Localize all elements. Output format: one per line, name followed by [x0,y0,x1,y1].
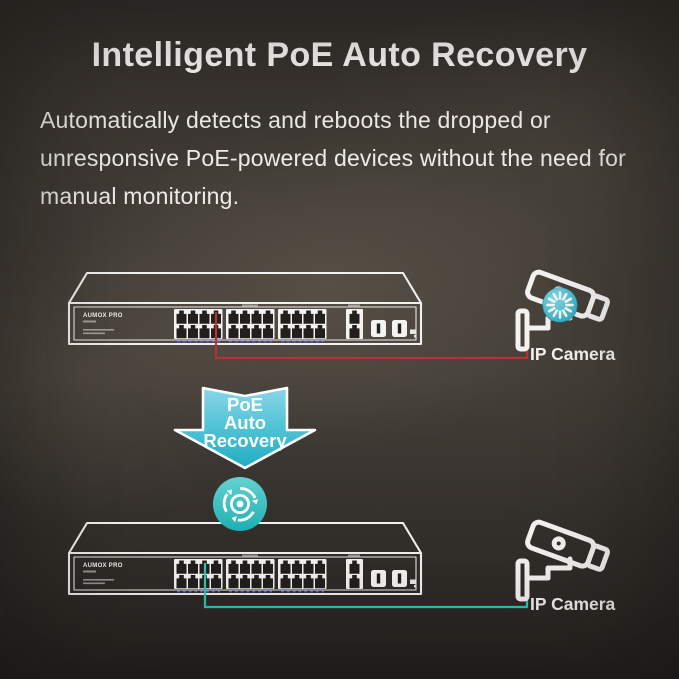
ip-camera-label-bottom: IP Camera [530,594,616,614]
description-text: Automatically detects and reboots the dr… [40,107,626,209]
loading-spinner-icon [542,287,578,323]
arrow-label-line2: Auto [224,412,266,433]
poe-switch-before [69,273,421,344]
arrow-label-line3: Recovery [203,430,287,451]
ip-camera-after [518,521,609,599]
poe-switch-after [69,523,421,594]
auto-recovery-refresh-icon [213,477,267,531]
arrow-label-line1: PoE [227,394,263,415]
page-title: Intelligent PoE Auto Recovery [91,36,588,74]
ethernet-cable-dropped [214,312,529,360]
ethernet-cable-recovered [203,563,529,609]
refresh-arrows [222,487,259,523]
poe-auto-recovery-down-arrow: PoE Auto Recovery [173,386,317,470]
ip-camera-label-top: IP Camera [530,344,616,364]
